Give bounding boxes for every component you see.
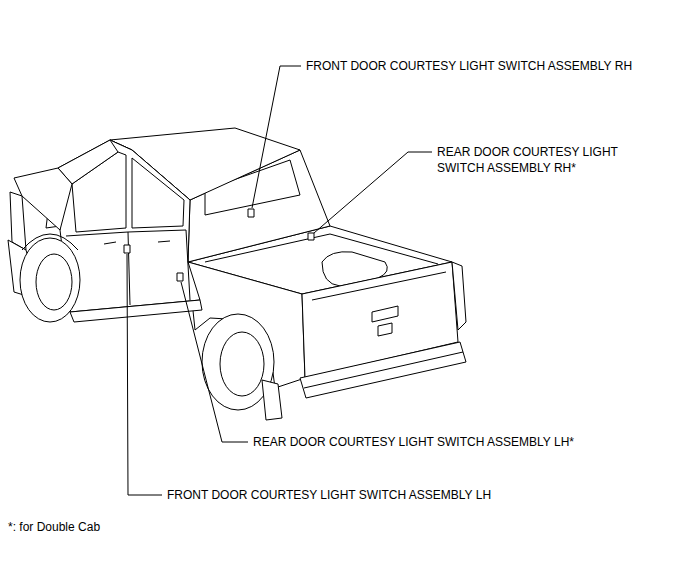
- front-tire: [20, 238, 80, 322]
- footnote: *: for Double Cab: [8, 519, 100, 535]
- leader-line: [252, 66, 301, 208]
- rear-rim: [220, 332, 264, 396]
- part-label: REAR DOOR COURTESY LIGHT SWITCH ASSEMBLY…: [253, 434, 574, 450]
- leader-line: [314, 152, 432, 233]
- mud-flap: [262, 380, 282, 420]
- rear-door-handle: [158, 241, 170, 242]
- front-rim: [36, 254, 72, 310]
- tail-light: [452, 262, 466, 330]
- rear-door-seam: [128, 230, 190, 300]
- front-door-handle: [104, 242, 116, 244]
- tailgate-handle: [372, 306, 398, 322]
- switch-marker: [248, 209, 254, 217]
- label-slot: REAR DOOR COURTESY LIGHT SWITCH ASSEMBLY…: [253, 434, 574, 450]
- bumper-line: [304, 352, 463, 388]
- label-slot: FRONT DOOR COURTESY LIGHT SWITCH ASSEMBL…: [306, 58, 632, 74]
- rear-bumper: [300, 342, 466, 398]
- part-label: REAR DOOR COURTESY LIGHT SWITCH ASSEMBLY…: [437, 144, 637, 176]
- windshield: [58, 140, 118, 184]
- switch-marker: [308, 233, 314, 240]
- tailgate-line: [312, 272, 446, 300]
- label-slot: FRONT DOOR COURTESY LIGHT SWITCH ASSEMBL…: [167, 487, 491, 503]
- leader-line: [181, 282, 248, 442]
- rear-door-window: [132, 158, 184, 228]
- part-label: FRONT DOOR COURTESY LIGHT SWITCH ASSEMBL…: [167, 487, 491, 503]
- front-wheel-arch: [22, 234, 78, 250]
- grille: [10, 192, 26, 250]
- switch-marker: [124, 245, 130, 253]
- leader-line: [127, 254, 162, 495]
- label-slot: *: for Double Cab: [8, 519, 100, 535]
- part-label: FRONT DOOR COURTESY LIGHT SWITCH ASSEMBL…: [306, 58, 632, 74]
- side-step: [70, 300, 202, 322]
- label-slot: REAR DOOR COURTESY LIGHT SWITCH ASSEMBLY…: [437, 144, 637, 176]
- switch-marker: [177, 273, 183, 281]
- tailgate-emblem: [378, 323, 392, 336]
